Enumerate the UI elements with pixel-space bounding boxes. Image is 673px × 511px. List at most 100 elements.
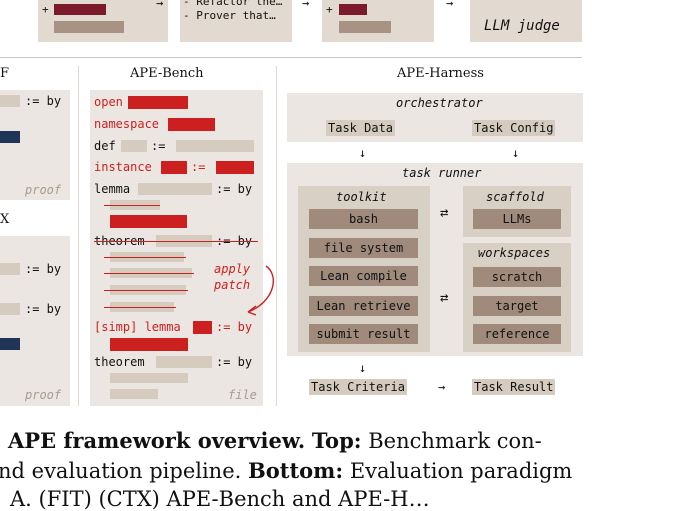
task-result-label: Task Result <box>472 379 556 395</box>
gray-diff-bar-1 <box>54 21 124 33</box>
lemma-removed-strike <box>104 205 160 206</box>
line-open: open <box>94 95 123 109</box>
scaffold-llms[interactable]: LLMs <box>473 209 561 229</box>
caption-line-3: A. (FIT) (CTX) APE-Bench and APE-H… <box>10 487 430 511</box>
left-letter-f: F <box>0 66 10 81</box>
exchange-arrow-icon-2: ⇄ <box>440 290 449 306</box>
line-lemma: lemma <box>94 182 131 196</box>
tool-file-system[interactable]: file system <box>309 238 418 258</box>
llm-judge-box <box>470 0 582 42</box>
arrow-down-2: ↓ <box>512 146 520 160</box>
line-theorem-2: theorem <box>94 355 145 369</box>
maroon-diff-bar-1 <box>54 4 106 15</box>
plus-mark-2: + <box>326 3 333 16</box>
tool-lean-compile[interactable]: Lean compile <box>309 266 418 286</box>
caption-start-2: nd evaluation pipeline. <box>0 459 242 483</box>
instance-red-bar <box>161 161 187 174</box>
bullet-1: - Refactor the… <box>183 0 283 8</box>
tool-bash[interactable]: bash <box>309 209 418 229</box>
left-gray-bar-1 <box>0 95 20 107</box>
task-runner-label: task runner <box>402 166 482 180</box>
arrow-right-2: → <box>302 0 310 10</box>
caption-rest-2: Evaluation paradigm <box>349 459 573 483</box>
caption-line-1: APE framework overview. Top: Benchmark c… <box>8 428 542 453</box>
exchange-arrow-icon-1: ⇄ <box>440 205 449 221</box>
toolkit-title: toolkit <box>336 190 387 204</box>
gray-diff-bar-2 <box>339 21 391 33</box>
tool-submit-result[interactable]: submit result <box>309 324 418 344</box>
theorem-body-strike-2 <box>104 273 194 274</box>
def-gray-bar <box>121 140 147 152</box>
theorem-strike <box>94 241 258 242</box>
caption-bold-bottom: Bottom: <box>248 458 344 483</box>
theorem-body-strike-3 <box>104 290 188 291</box>
arrow-right-1: → <box>156 0 164 10</box>
top-box-2 <box>180 0 292 42</box>
caption-bold-title: APE framework overview. <box>8 428 306 453</box>
workspace-reference[interactable]: reference <box>473 324 561 344</box>
arrow-down-1: ↓ <box>359 146 367 160</box>
tool-lean-retrieve[interactable]: Lean retrieve <box>309 296 418 316</box>
left-panel-top <box>0 90 70 200</box>
caption-line-2: nd evaluation pipeline. Bottom: Evaluati… <box>0 458 572 483</box>
namespace-red-bar <box>168 118 215 131</box>
orchestrator-label: orchestrator <box>396 96 483 110</box>
vertical-divider-left <box>78 66 79 406</box>
theorem2-assign: := by <box>216 355 253 369</box>
line-namespace: namespace <box>94 117 160 131</box>
line-def: def <box>94 139 116 153</box>
def-assign: := <box>151 139 166 153</box>
arrow-right-4: → <box>438 380 446 394</box>
simp-red-bar <box>193 321 212 334</box>
lemma-added-bar <box>110 215 187 228</box>
left-navy-bar-2 <box>0 338 20 350</box>
theorem2-body-bar-2 <box>110 389 158 399</box>
workspaces-title: workspaces <box>478 246 551 260</box>
section-divider <box>0 57 582 58</box>
left-assign-3: := by <box>25 302 62 316</box>
simp-body-red-bar <box>110 338 188 351</box>
theorem-body-strike-4 <box>104 307 176 308</box>
task-criteria-label: Task Criteria <box>309 379 407 395</box>
workspace-scratch[interactable]: scratch <box>473 267 561 287</box>
left-assign-1: := by <box>25 94 62 108</box>
maroon-diff-bar-2 <box>339 4 367 15</box>
left-gray-bar-2 <box>0 263 20 275</box>
arrow-right-3: → <box>446 0 454 10</box>
apply-patch-label-2: patch <box>214 278 251 292</box>
left-proof-label-bottom: proof <box>25 388 62 402</box>
left-proof-label: proof <box>25 183 62 197</box>
left-assign-2: := by <box>25 262 62 276</box>
simp-assign: := by <box>216 320 253 334</box>
llm-judge-label: LLM judge <box>484 18 560 34</box>
file-label: file <box>228 388 257 402</box>
arrow-down-3: ↓ <box>359 361 367 375</box>
apply-patch-label-1: apply <box>214 262 251 276</box>
left-navy-bar-1 <box>0 131 20 143</box>
line-simp-lemma: [simp] lemma <box>94 320 181 334</box>
apply-patch-arrow-icon <box>247 265 275 316</box>
left-letter-x: X <box>0 212 10 227</box>
line-instance: instance <box>94 160 152 174</box>
lemma-gray-bar <box>138 183 212 195</box>
caption-rest-1: Benchmark con- <box>368 429 542 453</box>
plus-mark-1: + <box>42 3 49 16</box>
lemma-assign: := by <box>216 182 253 196</box>
task-config-label: Task Config <box>472 120 556 136</box>
theorem2-body-bar-1 <box>110 373 188 383</box>
task-data-label: Task Data <box>326 120 396 136</box>
instance-assign: := <box>191 160 206 174</box>
ape-harness-title: APE-Harness <box>397 66 484 81</box>
left-gray-bar-3 <box>0 303 20 315</box>
caption-bold-top: Top: <box>311 428 362 453</box>
theorem2-gray-bar <box>156 356 212 368</box>
bullet-2: - Prover that… <box>183 9 276 22</box>
workspace-target[interactable]: target <box>473 296 561 316</box>
vertical-divider-right <box>276 66 277 406</box>
def-gray-bar-2 <box>176 140 254 152</box>
theorem-body-strike-1 <box>104 257 186 258</box>
ape-bench-title: APE-Bench <box>130 66 204 81</box>
scaffold-title: scaffold <box>486 190 544 204</box>
open-red-bar <box>128 96 188 109</box>
instance-red-bar-2 <box>216 161 254 174</box>
